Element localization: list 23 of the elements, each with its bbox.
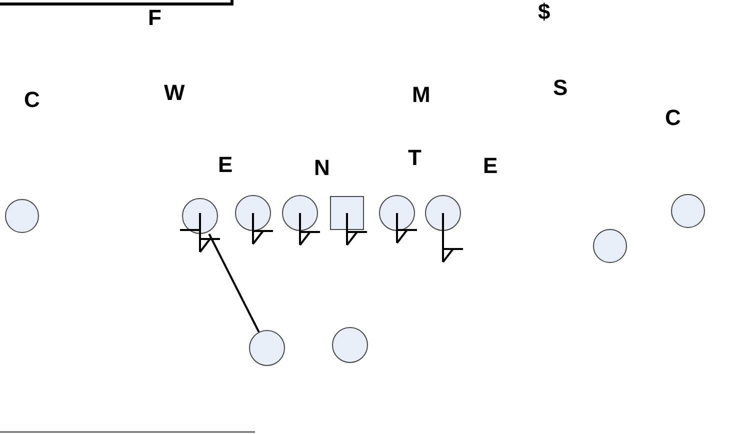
position-letter: $ — [538, 0, 550, 24]
position-letter: C — [665, 106, 681, 130]
player-circle — [235, 195, 271, 231]
position-letter: M — [412, 83, 430, 107]
player-circle — [249, 330, 285, 366]
player-circle — [5, 199, 39, 233]
position-letter: N — [314, 156, 330, 180]
position-letter: T — [408, 146, 422, 170]
route-line — [208, 234, 260, 332]
player-circle — [671, 194, 705, 228]
player-circle — [593, 229, 627, 263]
player-circle — [332, 327, 368, 363]
player-circle — [182, 198, 218, 234]
position-letter: F — [148, 6, 162, 30]
position-letter: W — [164, 81, 185, 105]
position-letter: C — [24, 88, 40, 112]
player-circle — [379, 195, 415, 231]
player-square — [330, 196, 364, 230]
position-letter: E — [218, 153, 233, 177]
position-letter: E — [483, 154, 498, 178]
player-circle — [425, 195, 461, 231]
position-letter: S — [553, 76, 568, 100]
player-circle — [282, 195, 318, 231]
